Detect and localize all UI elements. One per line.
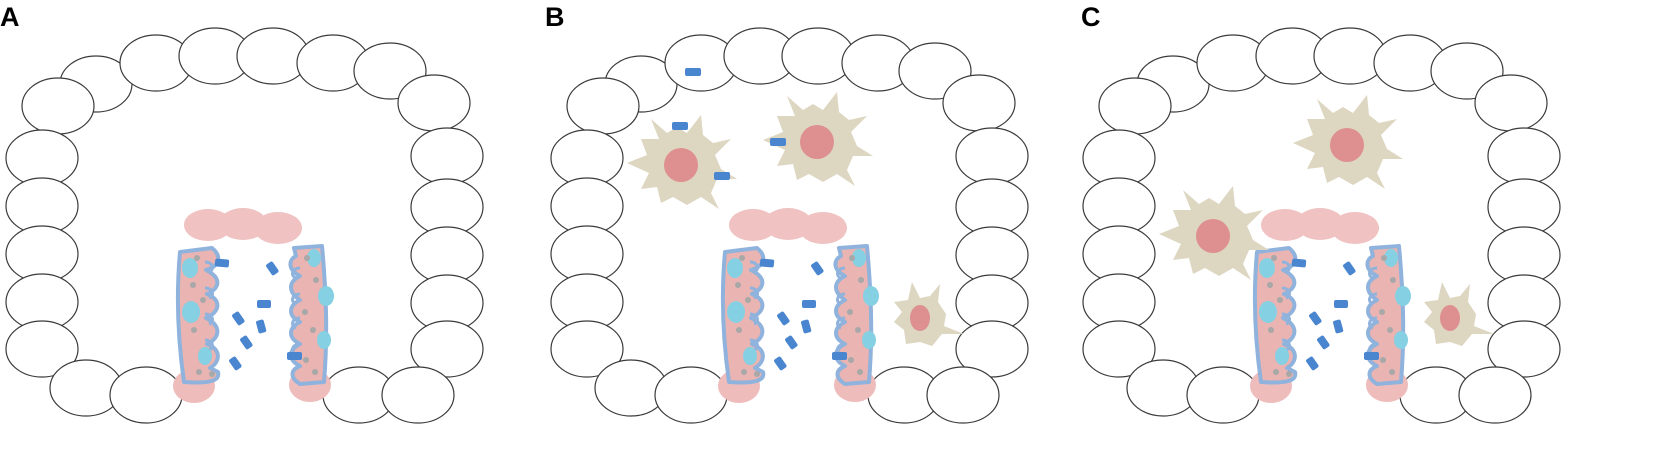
panel-b: B — [545, 2, 1029, 424]
dendritic-cell — [1424, 282, 1494, 346]
crypt — [171, 206, 336, 405]
crypt — [716, 206, 881, 405]
antigen-particle — [672, 122, 688, 130]
antigen-particle — [685, 68, 701, 76]
panel-a: A — [0, 2, 484, 424]
dendritic-cell — [1159, 186, 1269, 280]
panel-c-label: C — [1081, 2, 1101, 32]
panel-a-label: A — [0, 2, 20, 32]
panel-b-label: B — [545, 2, 565, 32]
dendritic-cell — [1293, 95, 1403, 189]
antigen-particle — [714, 172, 730, 180]
dendritic-cell — [894, 282, 964, 346]
antigen-particle — [770, 138, 786, 146]
crypt — [1248, 206, 1413, 405]
panel-c: C — [1081, 2, 1561, 424]
